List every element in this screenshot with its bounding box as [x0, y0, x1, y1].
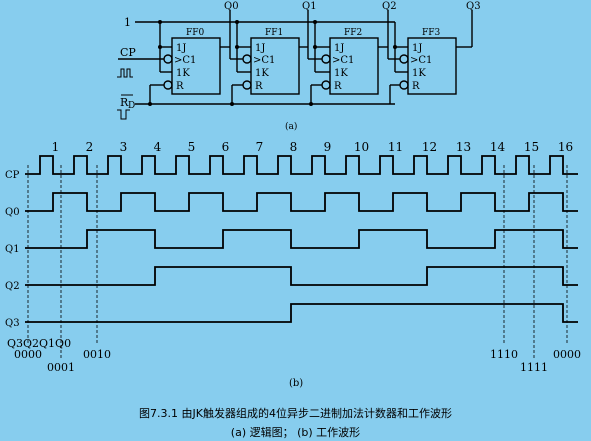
- q2-output-label: Q2: [382, 1, 397, 12]
- pulse-number-2: 2: [86, 140, 94, 154]
- logic-diagram: [117, 10, 473, 120]
- ff3-j: 1J: [412, 43, 422, 54]
- pulse-number-1: 1: [52, 140, 60, 154]
- cp-input-label: CP: [120, 46, 136, 59]
- pulse-number-9: 9: [324, 140, 332, 154]
- logic-labels: 1 CP R D Q0 Q1 Q2 Q3 FF0 1J >C1 1K R FF1…: [120, 1, 481, 132]
- ff2-c: >C1: [332, 55, 354, 66]
- state-label: 0000: [14, 348, 42, 361]
- pulse-number-15: 15: [524, 140, 539, 154]
- pulse-number-8: 8: [290, 140, 298, 154]
- state-markers: [27, 165, 568, 358]
- one-label: 1: [124, 16, 131, 29]
- state-label: 0010: [83, 348, 111, 361]
- ff0-k: 1K: [176, 68, 190, 79]
- signal-label-q2: Q2: [5, 281, 20, 292]
- state-label: 1111: [520, 361, 548, 374]
- rd-subscript: D: [128, 101, 135, 111]
- ff2-j: 1J: [334, 43, 344, 54]
- q2-trace: [25, 266, 578, 286]
- ff3-r: R: [412, 81, 420, 92]
- state-label: 1110: [490, 348, 518, 361]
- pulse-number-6: 6: [222, 140, 230, 154]
- signal-label-q1: Q1: [5, 244, 20, 255]
- cp-trace: [25, 155, 578, 175]
- signal-label-q0: Q0: [5, 207, 20, 218]
- states-header: Q3Q2Q1Q0: [7, 337, 71, 350]
- pulse-number-10: 10: [354, 140, 369, 154]
- ff0-j: 1J: [176, 43, 186, 54]
- state-label: 0000: [553, 348, 581, 361]
- pulse-number-7: 7: [256, 140, 264, 154]
- ff1-k: 1K: [255, 68, 269, 79]
- figure-subcaption: (a) 逻辑图； (b) 工作波形: [230, 426, 361, 439]
- waveform-traces: [25, 155, 578, 323]
- pulse-number-4: 4: [154, 140, 162, 154]
- ff0-c: >C1: [174, 55, 196, 66]
- ff0-name: FF0: [186, 28, 204, 38]
- rd-input-label: R: [120, 96, 129, 109]
- label-b: (b): [289, 378, 303, 389]
- pulse-number-11: 11: [388, 140, 403, 154]
- q1-trace: [25, 229, 578, 249]
- pulse-number-13: 13: [456, 140, 471, 154]
- pulse-number-14: 14: [490, 140, 506, 154]
- q0-output-label: Q0: [224, 1, 239, 12]
- ff2-name: FF2: [344, 28, 362, 38]
- figure-caption: 图7.3.1 由JK触发器组成的4位异步二进制加法计数器和工作波形: [139, 407, 452, 420]
- q1-output-label: Q1: [302, 1, 317, 12]
- ff2-k: 1K: [334, 68, 348, 79]
- ff1-c: >C1: [253, 55, 275, 66]
- pulse-number-5: 5: [188, 140, 196, 154]
- ff1-name: FF1: [265, 28, 283, 38]
- q3-trace: [25, 303, 578, 323]
- ff3-c: >C1: [410, 55, 432, 66]
- ff2-r: R: [334, 81, 342, 92]
- pulse-number-3: 3: [120, 140, 128, 154]
- pulse-number-12: 12: [422, 140, 437, 154]
- state-label: 0001: [47, 361, 75, 374]
- q0-trace: [25, 192, 578, 212]
- ff0-r: R: [176, 81, 184, 92]
- pulse-number-16: 16: [558, 140, 573, 154]
- signal-label-cp: CP: [5, 170, 20, 181]
- signal-label-q3: Q3: [5, 318, 20, 329]
- ff1-j: 1J: [255, 43, 265, 54]
- ff3-k: 1K: [412, 68, 426, 79]
- label-a: (a): [285, 121, 297, 132]
- q3-output-label: Q3: [466, 1, 481, 12]
- ff1-r: R: [255, 81, 263, 92]
- ff3-name: FF3: [422, 28, 440, 38]
